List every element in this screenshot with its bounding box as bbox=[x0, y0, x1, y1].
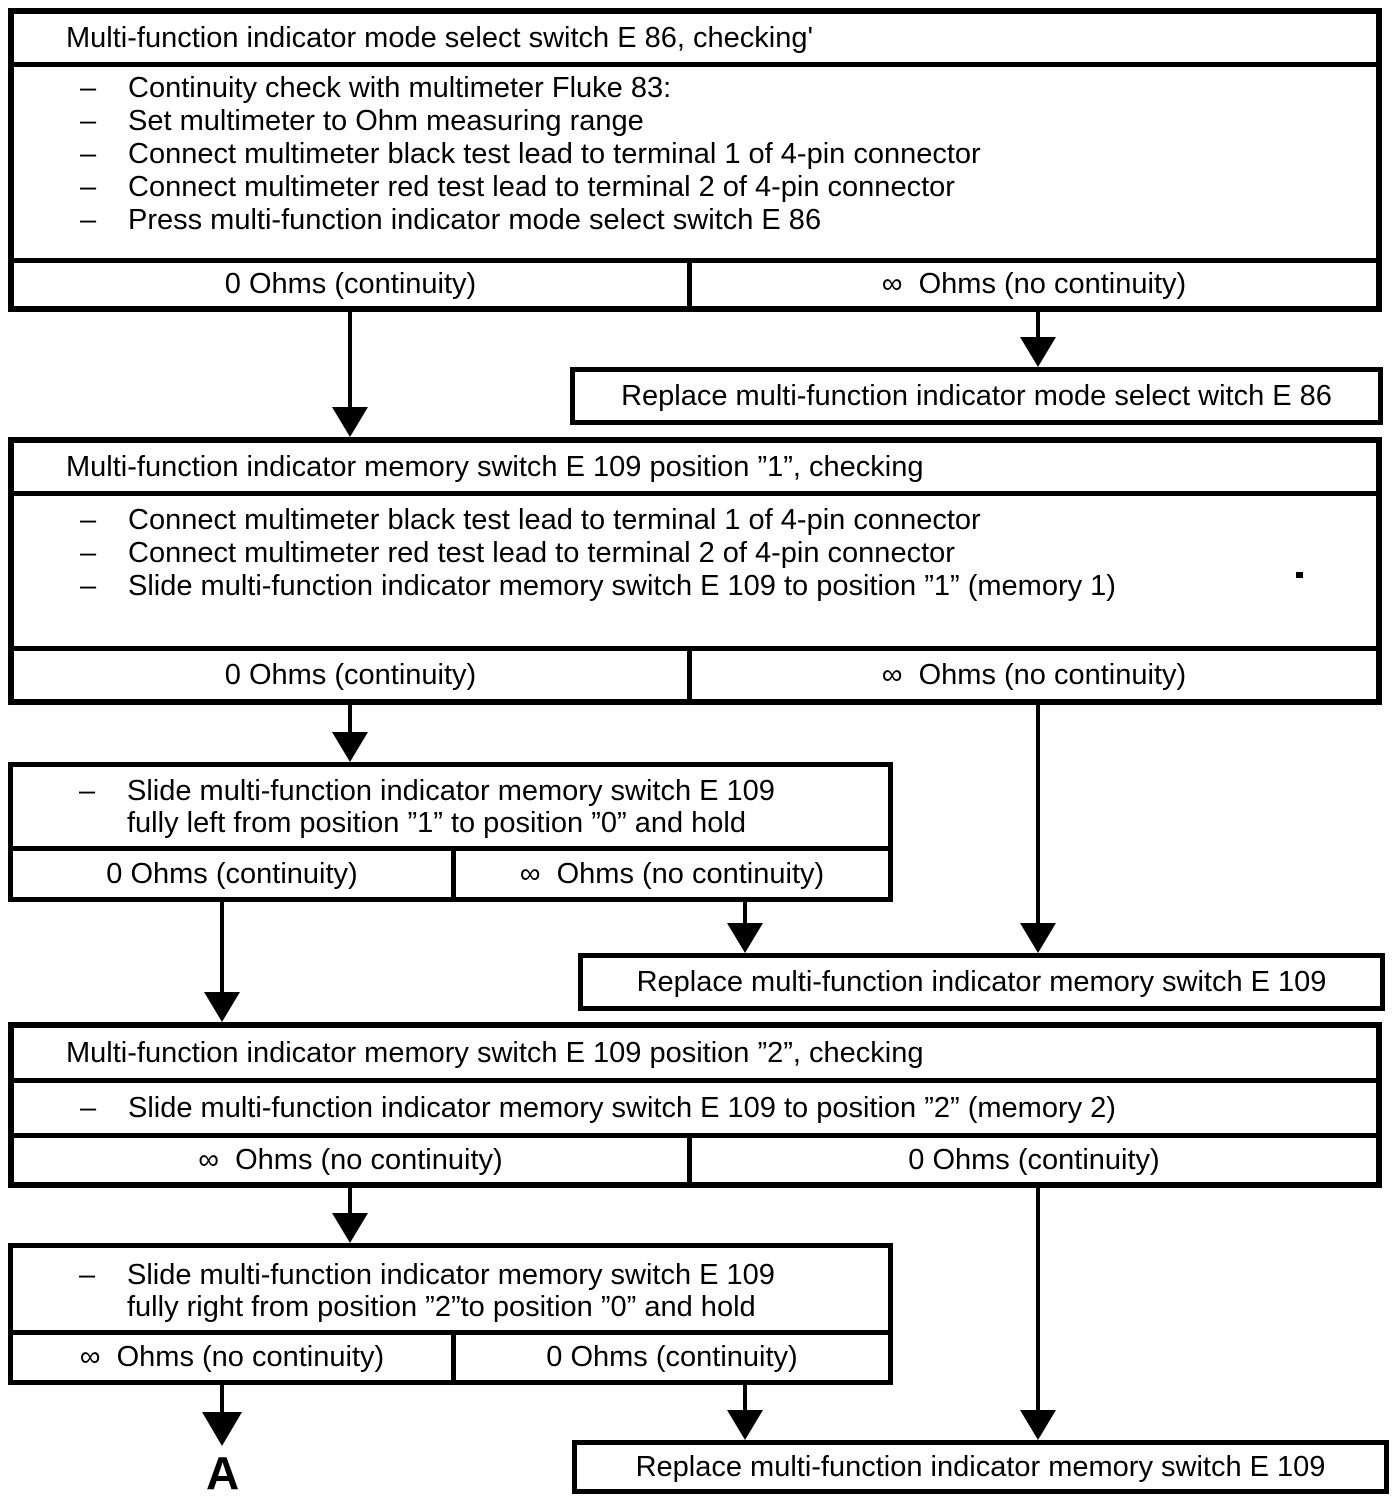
e109-pos2-check-table: Multi-function indicator memory switch E… bbox=[8, 1022, 1382, 1188]
result-no-continuity-cell: ∞ Ohms (no continuity) bbox=[519, 857, 825, 890]
e86-check-table: Multi-function indicator mode select swi… bbox=[8, 8, 1382, 312]
section-title: Multi-function indicator mode select swi… bbox=[66, 21, 813, 54]
connector-a-label: A bbox=[206, 1447, 240, 1499]
step-text: Slide multi-function indicator memory sw… bbox=[128, 1091, 1116, 1124]
step-text: Set multimeter to Ohm measuring range bbox=[128, 105, 644, 137]
result-continuity-cell: 0 Ohms (continuity) bbox=[13, 851, 456, 897]
e86-check-steps: – Continuity check with multimeter Fluke… bbox=[14, 62, 1376, 258]
slide-right-instruction: – Slide multi-function indicator memory … bbox=[13, 1248, 888, 1330]
arrow-head-slideleft-ok bbox=[204, 992, 240, 1022]
instruction-line-2: fully right from position ”2”to position… bbox=[127, 1291, 756, 1323]
bullet-dash: – bbox=[79, 775, 96, 807]
replace-e86-text: Replace multi-function indicator mode se… bbox=[621, 379, 1332, 412]
slide-left-instruction: – Slide multi-function indicator memory … bbox=[13, 767, 888, 846]
step-text: Connect multimeter red test lead to term… bbox=[128, 171, 955, 203]
arrow-head-slideleft-fail bbox=[727, 923, 763, 953]
e109-pos2-step: – Slide multi-function indicator memory … bbox=[14, 1078, 1376, 1133]
arrow-line-slideleft-ok bbox=[220, 902, 224, 994]
step-text: Slide multi-function indicator memory sw… bbox=[128, 570, 1116, 602]
bullet-dash: – bbox=[80, 570, 97, 602]
step-item: – Connect multimeter red test lead to te… bbox=[80, 171, 1376, 204]
e86-check-title-row: Multi-function indicator mode select swi… bbox=[14, 14, 1376, 62]
section-title: Multi-function indicator memory switch E… bbox=[66, 450, 924, 483]
e109-pos1-check-table: Multi-function indicator memory switch E… bbox=[8, 437, 1382, 705]
result-no-continuity-cell: ∞ Ohms (no continuity) bbox=[881, 268, 1187, 300]
step-text: Continuity check with multimeter Fluke 8… bbox=[128, 72, 672, 104]
e109-pos2-results-row: ∞ Ohms (no continuity) 0 Ohms (continuit… bbox=[14, 1133, 1376, 1182]
instruction-line-1: Slide multi-function indicator memory sw… bbox=[127, 775, 775, 807]
replace-e109-box-2: Replace multi-function indicator memory … bbox=[572, 1440, 1389, 1494]
slide-left-results-row: 0 Ohms (continuity) ∞ Ohms (no continuit… bbox=[13, 846, 888, 897]
step-item: – Connect multimeter black test lead to … bbox=[80, 504, 1376, 537]
bullet-dash: – bbox=[80, 138, 97, 170]
step-text: Press multi-function indicator mode sele… bbox=[128, 204, 822, 236]
result-no-continuity-cell: ∞ Ohms (no continuity) bbox=[14, 1138, 692, 1182]
step-item: – Press multi-function indicator mode se… bbox=[80, 204, 1376, 237]
e109-pos2-title-row: Multi-function indicator memory switch E… bbox=[14, 1028, 1376, 1078]
arrow-head-pos1-ok bbox=[332, 732, 368, 762]
arrow-line-pos2-fail bbox=[1036, 1188, 1040, 1412]
result-no-continuity-cell: ∞ Ohms (no continuity) bbox=[13, 1335, 456, 1380]
bullet-dash: – bbox=[80, 504, 97, 536]
bullet-dash: – bbox=[80, 105, 97, 137]
replace-e109-text: Replace multi-function indicator memory … bbox=[635, 1450, 1326, 1483]
bullet-dash: – bbox=[80, 1091, 97, 1124]
bullet-dash: – bbox=[80, 171, 97, 203]
result-continuity-cell: 0 Ohms (continuity) bbox=[14, 651, 692, 699]
bullet-dash: – bbox=[80, 204, 97, 236]
slide-right-results-row: ∞ Ohms (no continuity) 0 Ohms (continuit… bbox=[13, 1330, 888, 1380]
arrow-line-pos2-ok bbox=[348, 1188, 352, 1215]
section-title: Multi-function indicator memory switch E… bbox=[66, 1036, 924, 1069]
arrow-line-pos1-fail bbox=[1036, 705, 1040, 925]
bullet-dash: – bbox=[80, 72, 97, 104]
instruction-line-1: Slide multi-function indicator memory sw… bbox=[127, 1259, 775, 1291]
arrow-line-slideright-fail bbox=[743, 1385, 747, 1412]
result-no-continuity-cell: ∞ Ohms (no continuity) bbox=[881, 658, 1187, 691]
e109-pos1-title-row: Multi-function indicator memory switch E… bbox=[14, 443, 1376, 491]
step-item: – Connect multimeter red test lead to te… bbox=[80, 537, 1376, 570]
arrow-head-slideright-fail bbox=[727, 1410, 763, 1440]
result-continuity-cell: 0 Ohms (continuity) bbox=[908, 1143, 1160, 1176]
step-item: – Slide multi-function indicator memory … bbox=[80, 570, 1376, 603]
slide-left-lines: Slide multi-function indicator memory sw… bbox=[127, 775, 775, 846]
arrow-line-pos1-ok bbox=[348, 705, 352, 734]
step-text: Connect multimeter black test lead to te… bbox=[128, 504, 981, 536]
slide-left-hold-box: – Slide multi-function indicator memory … bbox=[8, 762, 893, 902]
replace-e109-box-1: Replace multi-function indicator memory … bbox=[578, 953, 1385, 1011]
arrow-head-to-connector-a bbox=[202, 1412, 242, 1446]
step-item: – Connect multimeter black test lead to … bbox=[80, 138, 1376, 171]
step-text: Connect multimeter black test lead to te… bbox=[128, 138, 981, 170]
arrow-line-fail-to-replace-e86 bbox=[1036, 312, 1040, 339]
arrow-line-slideleft-fail bbox=[743, 902, 747, 925]
arrow-head-pos2-ok bbox=[332, 1213, 368, 1243]
replace-e86-box: Replace multi-function indicator mode se… bbox=[570, 367, 1383, 425]
arrow-head-ok-to-pos1 bbox=[332, 407, 368, 437]
e109-pos1-steps: – Connect multimeter black test lead to … bbox=[14, 491, 1376, 646]
result-continuity-cell: 0 Ohms (continuity) bbox=[546, 1341, 798, 1373]
instruction-line-2: fully left from position ”1” to position… bbox=[127, 807, 746, 839]
step-item: – Set multimeter to Ohm measuring range bbox=[80, 105, 1376, 138]
e109-pos1-results-row: 0 Ohms (continuity) ∞ Ohms (no continuit… bbox=[14, 646, 1376, 699]
slide-right-hold-box: – Slide multi-function indicator memory … bbox=[8, 1243, 893, 1385]
step-text: Connect multimeter red test lead to term… bbox=[128, 537, 955, 569]
replace-e109-text: Replace multi-function indicator memory … bbox=[636, 965, 1327, 998]
result-continuity-cell: 0 Ohms (continuity) bbox=[14, 263, 692, 306]
step-item: – Continuity check with multimeter Fluke… bbox=[80, 72, 1376, 105]
bullet-dash: – bbox=[79, 1259, 96, 1291]
arrow-head-pos1-fail bbox=[1020, 923, 1056, 953]
e86-results-row: 0 Ohms (continuity) ∞ Ohms (no continuit… bbox=[14, 258, 1376, 306]
bullet-dash: – bbox=[80, 537, 97, 569]
slide-right-lines: Slide multi-function indicator memory sw… bbox=[127, 1259, 775, 1330]
scan-artifact-dot bbox=[1296, 572, 1303, 578]
arrow-head-pos2-fail bbox=[1020, 1410, 1056, 1440]
arrow-line-ok-to-pos1 bbox=[348, 312, 352, 409]
arrow-head-fail-to-replace-e86 bbox=[1020, 337, 1056, 367]
arrow-line-to-connector-a bbox=[220, 1385, 224, 1414]
